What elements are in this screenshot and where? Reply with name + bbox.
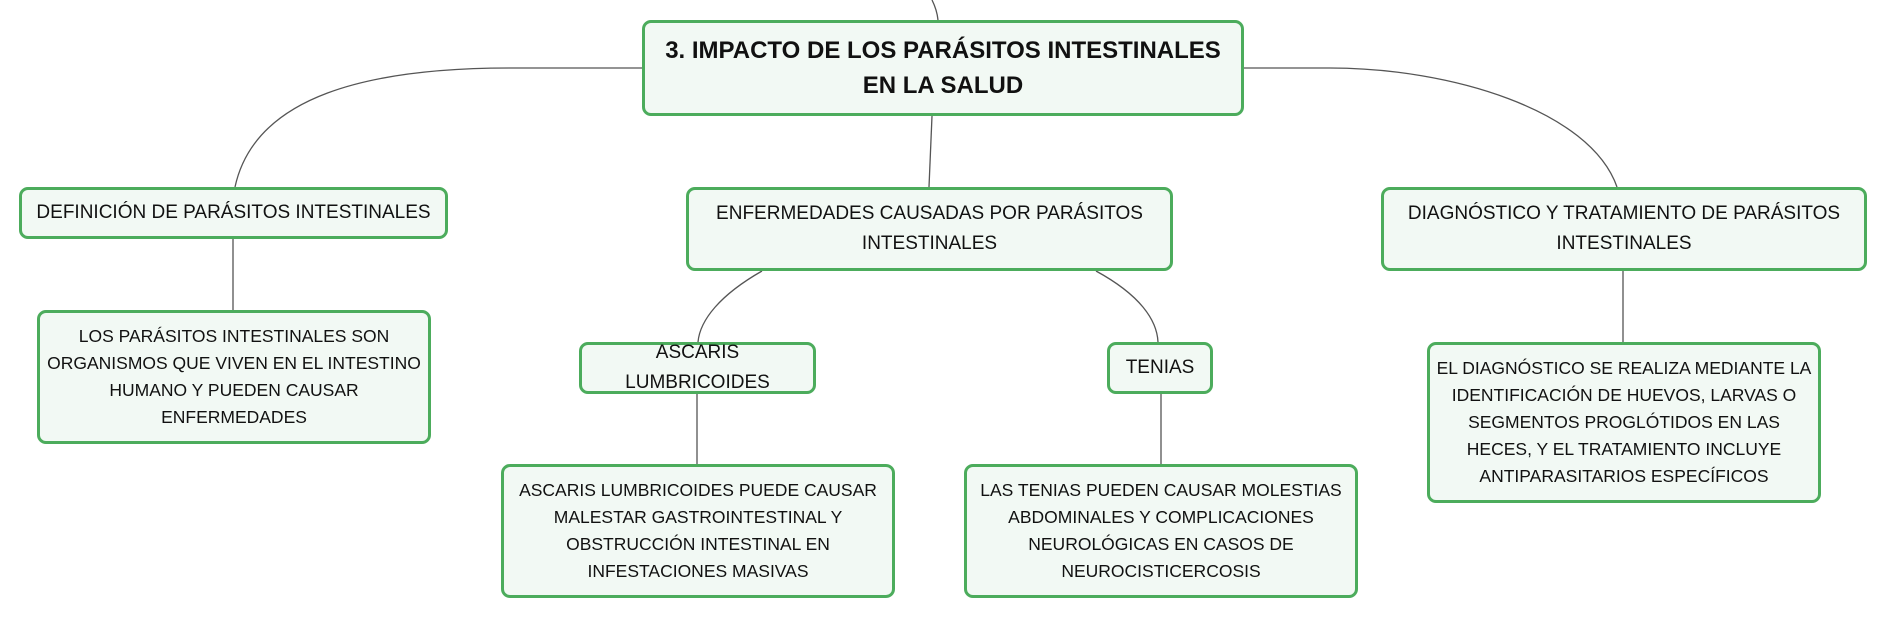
topic-tenias-label: TENIAS (1125, 357, 1195, 378)
connector-enfermedades-to-tenias (1095, 270, 1159, 343)
detail-diagnostico[interactable]: EL DIAGNÓSTICO SE REALIZA MEDIANTE LA ID… (1427, 342, 1821, 503)
topic-enfermedades[interactable]: ENFERMEDADES CAUSADAS POR PARÁSITOS INTE… (686, 187, 1173, 271)
connector-root-to-diagnostico (1244, 67, 1618, 188)
detail-definicion-text: LOS PARÁSITOS INTESTINALES SON ORGANISMO… (47, 326, 421, 427)
connector-root-to-enfermedades (928, 115, 933, 188)
detail-diagnostico-text: EL DIAGNÓSTICO SE REALIZA MEDIANTE LA ID… (1436, 358, 1812, 486)
detail-ascaris-text: ASCARIS LUMBRICOIDES PUEDE CAUSAR MALEST… (519, 480, 877, 581)
detail-tenias-text: LAS TENIAS PUEDEN CAUSAR MOLESTIAS ABDOM… (980, 480, 1342, 581)
topic-definicion[interactable]: DEFINICIÓN DE PARÁSITOS INTESTINALES (19, 187, 448, 239)
topic-enfermedades-label: ENFERMEDADES CAUSADAS POR PARÁSITOS INTE… (716, 203, 1143, 254)
connector-root-to-definicion (234, 67, 642, 188)
topic-diagnostico[interactable]: DIAGNÓSTICO Y TRATAMIENTO DE PARÁSITOS I… (1381, 187, 1867, 271)
root-topic-label: 3. IMPACTO DE LOS PARÁSITOS INTESTINALES… (665, 37, 1221, 99)
topic-definicion-label: DEFINICIÓN DE PARÁSITOS INTESTINALES (36, 202, 431, 223)
detail-tenias[interactable]: LAS TENIAS PUEDEN CAUSAR MOLESTIAS ABDOM… (964, 464, 1358, 598)
connector-parent-to-root (931, 0, 939, 21)
topic-ascaris[interactable]: ASCARIS LUMBRICOIDES (579, 342, 816, 394)
topic-tenias[interactable]: TENIAS (1107, 342, 1213, 394)
detail-ascaris[interactable]: ASCARIS LUMBRICOIDES PUEDE CAUSAR MALEST… (501, 464, 895, 598)
topic-ascaris-label: ASCARIS LUMBRICOIDES (625, 342, 770, 393)
detail-definicion[interactable]: LOS PARÁSITOS INTESTINALES SON ORGANISMO… (37, 310, 431, 444)
topic-diagnostico-label: DIAGNÓSTICO Y TRATAMIENTO DE PARÁSITOS I… (1407, 203, 1841, 254)
connector-enfermedades-to-ascaris (697, 270, 763, 343)
root-topic[interactable]: 3. IMPACTO DE LOS PARÁSITOS INTESTINALES… (642, 20, 1244, 116)
